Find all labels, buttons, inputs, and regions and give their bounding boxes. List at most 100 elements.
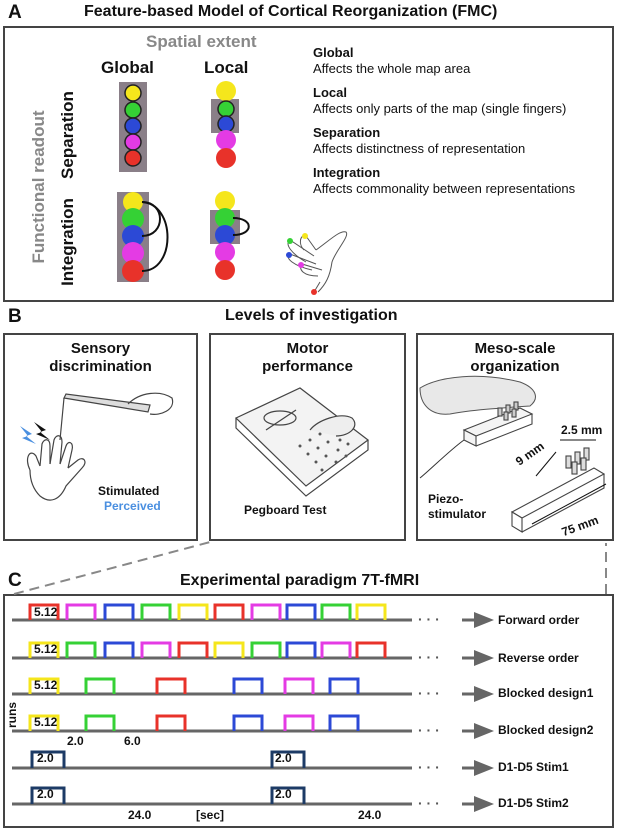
motor-title-line2: performance xyxy=(262,358,353,375)
piezo-label: Piezo- stimulator xyxy=(428,492,486,522)
stimulator-large-icon xyxy=(510,447,606,533)
pegboard-icon xyxy=(234,387,369,497)
arrow-head-icon xyxy=(474,796,494,812)
time-6-0: 6.0 xyxy=(124,734,141,748)
stimulation-block xyxy=(355,603,387,620)
column-local-label: Local xyxy=(204,58,249,77)
stimulation-block xyxy=(155,677,187,694)
stimulation-block xyxy=(65,603,97,620)
stimulation-block xyxy=(84,677,116,694)
panel-c-letter: C xyxy=(8,570,22,591)
stimulation-block xyxy=(250,603,282,620)
stimulation-block xyxy=(320,603,352,620)
column-global-label: Global xyxy=(101,58,154,77)
stimulation-block xyxy=(270,750,306,768)
def-global-desc: Affects the whole map area xyxy=(313,61,471,76)
hand-sensory-icon xyxy=(26,435,86,501)
pegboard-label: Pegboard Test xyxy=(244,503,327,517)
arrow-head-icon xyxy=(474,612,494,628)
local-integration-fingers xyxy=(215,191,235,280)
stimulation-block xyxy=(30,750,66,768)
stimulation-block xyxy=(177,641,209,658)
motor-title-line1: Motor xyxy=(286,340,329,357)
stimulation-block xyxy=(283,677,315,694)
stimulation-block xyxy=(213,641,245,658)
row-label-stim2: D1-D5 Stim2 xyxy=(498,796,569,810)
row5-first-value: 2.0 xyxy=(37,787,54,801)
panel-b-title: Levels of investigation xyxy=(225,307,398,324)
spatial-extent-label: Spatial extent xyxy=(146,32,257,51)
panel-b-letter: B xyxy=(8,306,22,327)
panel-a-title: Feature-based Model of Cortical Reorgani… xyxy=(84,3,498,20)
perceived-label: Perceived xyxy=(104,499,161,513)
definitions-list: Global Affects the whole map area Local … xyxy=(313,45,575,197)
timeline-dots: · · · xyxy=(418,759,440,775)
piezo-stimulator-icon xyxy=(462,401,534,447)
time-2-0: 2.0 xyxy=(67,734,84,748)
sensory-box xyxy=(3,333,198,541)
stimulation-block xyxy=(270,786,306,804)
row-label-reverse: Reverse order xyxy=(498,651,579,665)
row-label-forward: Forward order xyxy=(498,613,580,627)
stimulation-block xyxy=(283,714,315,731)
timeline-dots: · · · xyxy=(418,685,440,701)
stimulation-block xyxy=(232,714,264,731)
timeline-dots: · · · xyxy=(418,795,440,811)
meso-title-line1: Meso-scale xyxy=(474,340,556,357)
time-24-0-a: 24.0 xyxy=(128,808,152,822)
row0-first-value: 5.12 xyxy=(34,605,58,619)
row-label-stim1: D1-D5 Stim1 xyxy=(498,760,569,774)
stimulation-block xyxy=(65,641,97,658)
time-sec-unit: [sec] xyxy=(196,808,225,822)
def-separation-term: Separation xyxy=(313,125,381,140)
piezo-cable xyxy=(419,439,465,479)
stimulation-block xyxy=(213,603,245,620)
global-integration-links xyxy=(141,201,169,272)
stimulation-block xyxy=(103,641,135,658)
stimulation-block xyxy=(285,603,317,620)
time-24-0-b: 24.0 xyxy=(358,808,382,822)
timeline-dots: · · · xyxy=(418,649,440,665)
row2-first-value: 5.12 xyxy=(34,678,58,692)
sensory-title: Sensory discrimination xyxy=(3,340,198,376)
def-local-term: Local xyxy=(313,85,347,100)
row4-second-value: 2.0 xyxy=(275,751,292,765)
timeline-dots: · · · xyxy=(418,611,440,627)
stimulation-block xyxy=(328,714,360,731)
meso-title-line2: organization xyxy=(470,358,560,375)
stimulation-block xyxy=(28,714,60,731)
stimulation-block xyxy=(28,603,60,620)
global-integration-fingers xyxy=(122,192,144,282)
filament-tool-icon xyxy=(59,392,174,441)
stimulation-block xyxy=(355,641,387,658)
row-label-blocked1: Blocked design1 xyxy=(498,686,594,700)
def-global-term: Global xyxy=(313,45,354,60)
stimulation-block xyxy=(328,677,360,694)
def-local-desc: Affects only parts of the map (single fi… xyxy=(313,101,567,116)
sensory-title-line1: Sensory xyxy=(70,340,131,357)
row1-first-value: 5.12 xyxy=(34,642,58,656)
meso-box xyxy=(416,333,614,541)
row4-first-value: 2.0 xyxy=(37,751,54,765)
dim-25mm: 2.5 mm xyxy=(561,423,603,437)
piezo-label-line1: Piezo- xyxy=(428,492,464,506)
arrow-head-icon xyxy=(474,650,494,666)
motor-title: Motor performance xyxy=(209,340,406,376)
row5-second-value: 2.0 xyxy=(275,787,292,801)
arrow-head-icon xyxy=(474,723,494,739)
stimulation-block xyxy=(84,714,116,731)
lightning-icon xyxy=(20,422,50,444)
meso-title: Meso-scale organization xyxy=(416,340,614,376)
arrow-head-icon xyxy=(474,760,494,776)
stimulation-block xyxy=(250,641,282,658)
global-separation-fingers xyxy=(124,84,142,167)
def-separation-desc: Affects distinctness of representation xyxy=(313,141,526,156)
stimulation-block xyxy=(140,641,172,658)
stimulation-block xyxy=(140,603,172,620)
panel-a-letter: A xyxy=(8,2,22,23)
stimulated-label: Stimulated xyxy=(98,484,160,498)
stimulation-block xyxy=(28,677,60,694)
panel-c-box xyxy=(3,594,614,828)
